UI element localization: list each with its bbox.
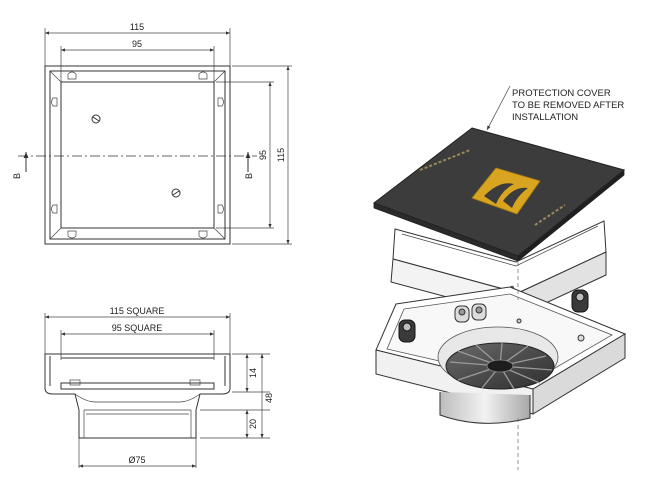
callout-line-2: TO BE REMOVED AFTER [512,100,624,111]
dim-inner-height: 95 [258,150,268,160]
corner-lug [67,71,77,80]
outer-frame [44,65,231,245]
dim-total-height: 48 [264,393,274,403]
screw-boss [577,334,585,342]
body-outline [44,353,231,439]
corner-lug [67,230,77,239]
outlet-pipe [439,392,531,424]
bevel-line [213,70,226,83]
dim-outlet-diameter: Ø75 [128,455,145,465]
callout-leader [486,85,511,131]
dim-inner-square: 95 SQUARE [112,323,163,333]
callout-line-1: PROTECTION COVER [512,88,611,99]
corner-lug [51,204,58,214]
side-view: 115 SQUARE 95 SQUARE Ø75 14 48 20 [44,306,274,468]
clip-icon [571,289,589,313]
dim-top-height: 14 [248,368,258,378]
corner-lug [217,97,224,107]
logo-mark-icon [484,183,514,204]
dim-inner-width: 95 [132,39,142,49]
frame-lip [49,70,226,240]
grate-plate [60,382,215,390]
lug [189,379,201,386]
corner-lug [217,204,224,214]
lug [69,379,81,386]
corner-lug [198,71,208,80]
top-view: 115 95 95 115 [12,22,292,245]
clip-icon [471,303,487,321]
corner-lug [198,230,208,239]
cover-logo-block [471,167,541,215]
bevel-line [213,227,226,240]
clip-icon [454,305,470,323]
screw-icon [91,114,101,124]
cover-print-text [419,149,471,171]
dim-outer-height: 115 [276,148,286,162]
screw-boss [516,318,522,324]
funnel-edge [74,393,201,403]
iso-view: PROTECTION COVER TO BE REMOVED AFTER INS… [372,85,627,470]
dim-outer-square: 115 SQUARE [110,306,165,316]
section-label-left: B [12,173,22,179]
grate-hub [486,359,514,373]
clip-icon [398,319,416,343]
callout-line-3: INSTALLATION [512,112,578,123]
protection-cover [372,127,626,262]
screw-icon [171,188,181,198]
corner-lug [51,97,58,107]
logo-mark-icon [503,187,528,208]
dim-outer-width: 115 [130,22,144,32]
cover-print-text [534,204,566,226]
dim-outlet-height: 20 [248,419,258,429]
bevel-line [49,227,62,240]
section-label-right: B [244,173,254,179]
cover-plate [60,81,215,229]
bevel-line [49,70,62,83]
drain-body [375,286,627,424]
